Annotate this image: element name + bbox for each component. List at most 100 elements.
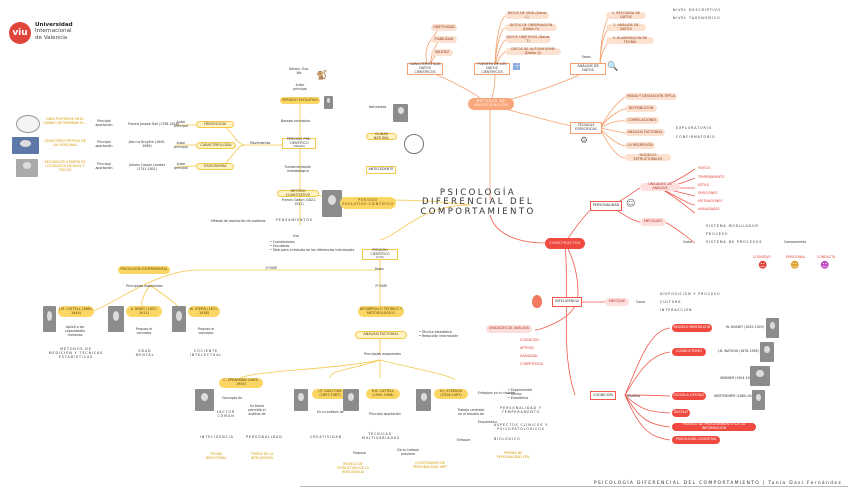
- elaboracion-node: 3. ELABORACIÓN DE TEORÍA: [606, 36, 654, 44]
- footer-divider: [300, 486, 848, 487]
- yo-ego: YO/EGO: [698, 166, 711, 170]
- aspectos-clinicos: ASPECTOS CLÍNICOS Y PSICOPATOLÓGICOS: [493, 423, 549, 431]
- ciudad-natural-node: CIUDAD NATURAL: [366, 132, 397, 140]
- fisiognomia-description: RECONOCER A PARTIR DE LOS RASGOS FACIALE…: [44, 160, 86, 172]
- proceso: PROCESO: [706, 232, 729, 236]
- asociacion-label: Método de asociación de palabras: [211, 219, 266, 223]
- binet-portrait: [108, 306, 124, 332]
- naturalist-portrait: [393, 104, 408, 122]
- conductismo-node: CONDUCTISMO: [672, 348, 706, 356]
- principales-exponentes-1: Principales exponentes: [126, 284, 163, 288]
- watson-portrait: [760, 342, 774, 362]
- media-node: MEDIA Y DESVIACIÓN TÍPICA: [625, 93, 677, 100]
- metodos-investigacion-node: MÉTODOS DE INVESTIGACIÓN: [468, 98, 514, 110]
- emocional: EMOCIONAL: [786, 255, 806, 259]
- principal-aportacion-cattell: Principal aportación: [369, 412, 401, 416]
- fisio-aportacion-label: Principal aportación: [95, 162, 113, 170]
- enfoque-node: ENFOQUE: [605, 298, 629, 306]
- spearman-portrait: [195, 389, 214, 411]
- cognitivo: COGNITIVO: [753, 255, 772, 259]
- cultura: CULTURA: [660, 300, 682, 304]
- pensamientos-label: PENSAMIENTOS: [276, 218, 313, 222]
- en-su-analisis-label: En su análisis de: [317, 410, 344, 414]
- enfoque-biologico-label: Enfoque: [457, 438, 471, 442]
- fisiognomia-autor: Johann Caspar Lavater (1741-1801): [128, 163, 166, 171]
- fases-analisis-label: Fases: [582, 55, 591, 59]
- fisiognomia-faces-image: [16, 159, 38, 177]
- personality-icon: ☺: [626, 199, 636, 209]
- objetividad-node: OBJETIVIDAD: [431, 24, 457, 31]
- datos-l-node: DATOS DE VIDA (Datos L): [505, 11, 549, 19]
- university-logo-mark: viu: [9, 22, 31, 44]
- wundt-label: W. WUNDT (1832-1920): [726, 325, 764, 329]
- footer-credit: PSICOLOGÍA DIFERENCIAL DEL COMPORTAMIENT…: [593, 481, 842, 486]
- constructos-node: CONSTRUCTOS: [545, 238, 585, 249]
- basado-conceptos-label: Basado conceptos: [281, 119, 311, 123]
- gestalt-node: GESTALT: [672, 409, 690, 417]
- propuso-label: Propuso: [353, 451, 366, 455]
- metodos-medicion: MÉTODOS DE MEDICIÓN Y TÉCNICAS ESTADÍSTI…: [48, 347, 104, 359]
- fiabilidad-node: FIABILIDAD: [431, 36, 457, 43]
- data-sources-icon: ▦: [512, 62, 521, 72]
- watson-label: J.B. WATSON (1878-1958): [718, 349, 759, 353]
- conducta: CONDUCTA: [817, 255, 836, 259]
- antecedente-node: ANTECEDENTE: [366, 166, 396, 174]
- analisis-factorial-tec-node: ANÁLISIS FACTORIAL: [625, 129, 665, 136]
- habilidades: HABILIDADES: [698, 207, 720, 211]
- tecnicas-especificas-node: TÉCNICAS ESPECÍFICAS: [570, 122, 602, 134]
- stern-portrait: [172, 306, 186, 332]
- como-label-2: Como: [636, 300, 646, 304]
- title-line-1: PSICOLOGÍA: [439, 188, 517, 198]
- desarrollo-teorico-node: DESARROLLO TEÓRICO Y METODOLÓGICO: [358, 306, 404, 317]
- factor-comun: FACTOR COMÚN: [216, 410, 236, 418]
- historia-text: PERIODO EVOLUTIVO·CIENTÍFICO: [342, 198, 394, 206]
- caracterologia-image: [12, 137, 39, 154]
- frenologia-autor: Francis Joseph Gall (1758-1828): [128, 122, 179, 126]
- como-label: Como: [683, 240, 693, 244]
- personalidad-label: PERSONALIDAD: [246, 435, 283, 439]
- aptitud: APTITUD: [520, 346, 534, 350]
- habilidad: HABILIDAD: [520, 354, 538, 358]
- guilford-node: J.P. GUILFORD (1897-1987): [312, 389, 348, 399]
- university-name: Universidad Internacional de Valencia: [35, 22, 73, 41]
- fisio-autor-principal: Autor principal: [174, 162, 188, 170]
- concepto-de-label: Concepto de: [222, 396, 243, 400]
- cattell-jm-aportacion: Aplicó a las capacidades humanas: [65, 325, 85, 337]
- cuestionarios-list: • Cuestionarios • Encuestas • Total para…: [270, 240, 355, 252]
- competencia: COMPETENCIA: [520, 362, 544, 366]
- modelo-estructura: MODELO DE ESTRUCTURA DE LA INTELIGENCIA: [337, 462, 369, 474]
- stern-node: W. STERN (1871-1938): [188, 306, 220, 317]
- fase-2-label: 2ª FASE: [375, 284, 388, 288]
- enfoques-list: • Experimental • Clínico • Estadístico: [508, 388, 533, 400]
- emociones: EMOCIONES: [698, 191, 718, 195]
- title-line-2: DIFERENCIAL DEL: [421, 197, 535, 208]
- de-su-trabajo-label: De su trabajo proviene: [397, 448, 419, 456]
- inteligencia-constructo-node: INTELIGENCIA: [552, 297, 582, 307]
- naturaleza-label: Naturaleza: [369, 105, 387, 109]
- datos-o-node: DATOS DE OBSERVACIÓN (Datos O): [505, 23, 557, 31]
- frenologia-node: FRENOLOGÍA: [196, 121, 234, 128]
- periodo-precientifico-node: PERIODO PRE-CIENTÍFICO (SIGLOS): [282, 137, 316, 149]
- prueba-epq: PRUEBA DE PERSONALIDAD EPQ: [496, 451, 530, 459]
- logo-line-3: de Valencia: [35, 34, 68, 41]
- procesamiento-node: MODELO DE PROCESAMIENTO DE LA INFORMACIÓ…: [672, 422, 756, 431]
- personalidad-constructo-node: PERSONALIDAD: [590, 201, 622, 211]
- regresion-node: LA REGRESIÓN: [625, 142, 655, 149]
- caracter-aportacion-label: Principal aportación: [95, 140, 113, 148]
- fuentes-node: FUENTES DE LOS DATOS CIENTÍFICOS: [474, 62, 510, 75]
- target-icon: [404, 134, 424, 154]
- distribucion-node: DISTRIBUCIÓN: [625, 105, 657, 112]
- frenologia-description: CARA POSTERIOR EN EL CRÁNEO DETERMINAN E…: [43, 117, 87, 125]
- rb-cattell-portrait: [343, 389, 359, 411]
- periodo-precientifico-text: PERIODO PRE-CIENTÍFICO: [286, 137, 312, 146]
- caracterologia-node: CARACTEROLOGÍA: [196, 142, 236, 149]
- unidades-analisis-2-node: UNIDADES DE ANÁLISIS: [486, 325, 532, 333]
- periodo-cientifico-sub: (S.XX): [375, 255, 385, 259]
- darwin-label: Darwin, Evo-Wo: [288, 67, 310, 75]
- enfoques-node: ENFOQUES: [640, 218, 666, 226]
- periodo-precientifico-sub: (SIGLOS): [293, 144, 305, 148]
- eysenck-portrait: [416, 389, 431, 411]
- frenologia-autor-principal: Autor principal: [174, 120, 188, 128]
